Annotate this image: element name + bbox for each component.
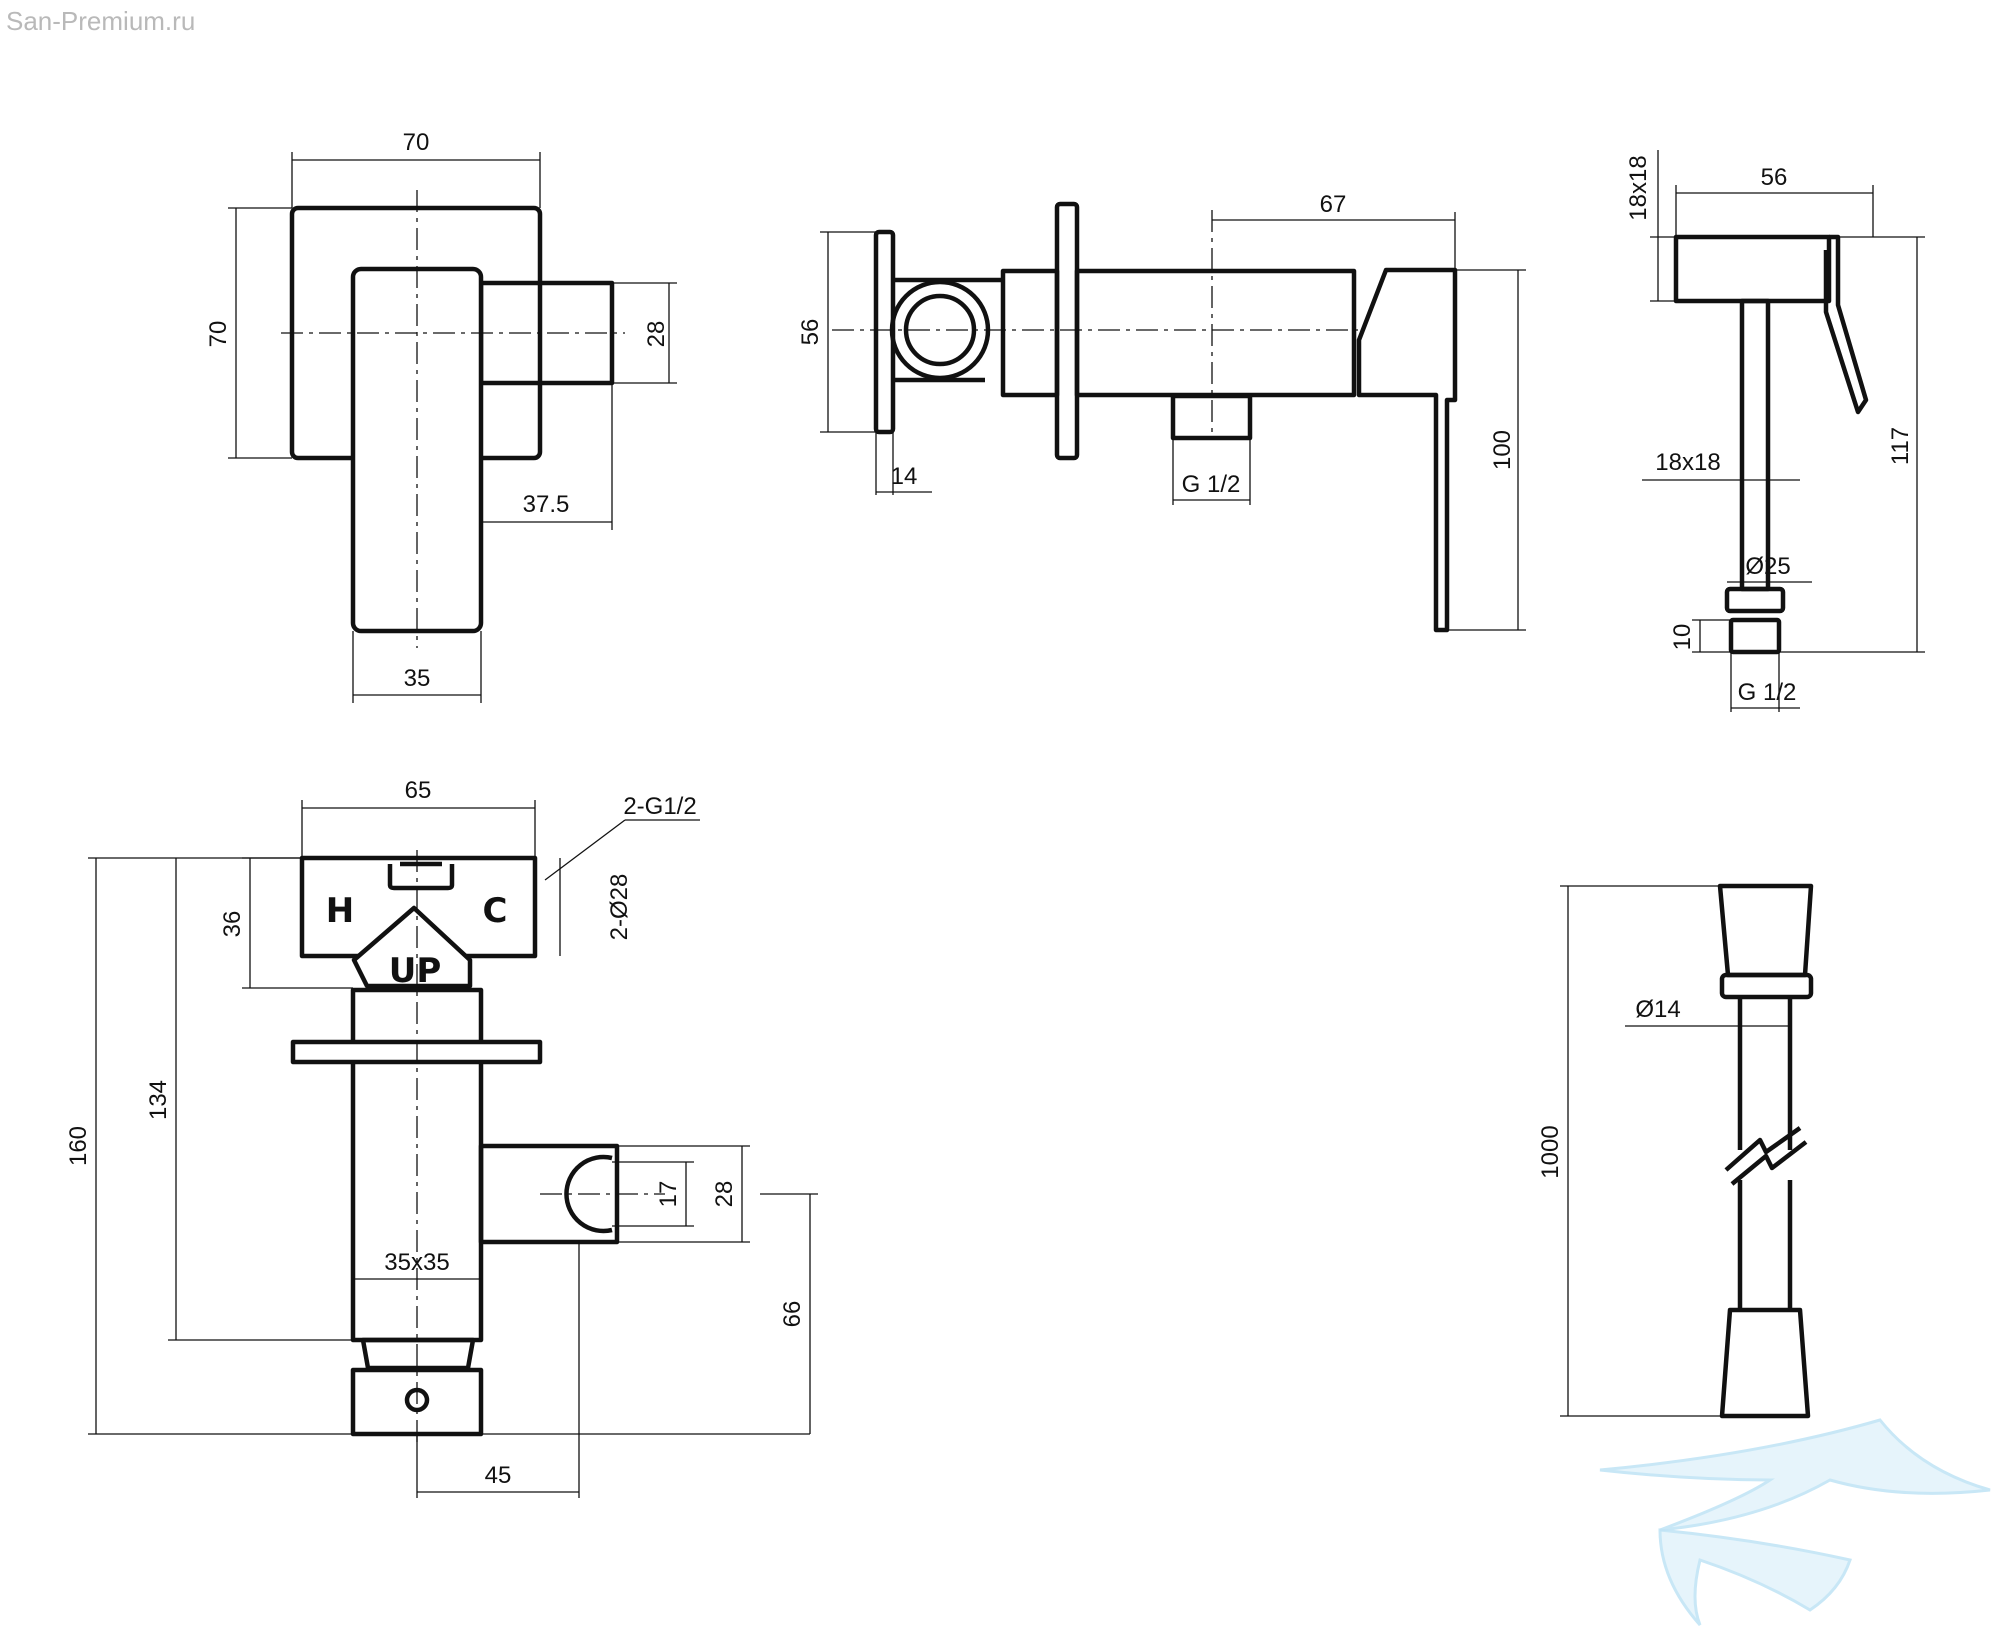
dim-holder-inner: 17	[655, 1181, 682, 1208]
watermark-text: San-Premium.ru	[6, 6, 196, 36]
shower-nut	[1728, 617, 1782, 655]
side-view: 67 56 14 G 1/2 100	[797, 191, 1526, 633]
dim-inlet-diameter: 2-Ø28	[606, 874, 633, 941]
dim-holder-distance: 45	[485, 1462, 512, 1489]
side-lever	[1356, 267, 1458, 633]
hose-view: Ø14 1000	[1537, 883, 1814, 1419]
hose-break-mark	[1724, 1126, 1802, 1172]
dim-shower-height: 117	[1887, 427, 1914, 465]
dim-stem-section: 35x35	[384, 1249, 449, 1276]
dim-head-width: 56	[1761, 164, 1788, 191]
label-cold: C	[483, 891, 508, 931]
hose-top-collar	[1719, 972, 1814, 1000]
shower-handle	[1739, 298, 1771, 592]
shower-head-view: 56 18x18 18x18 Ø25 10 G 1/2 117	[1625, 150, 1925, 712]
shower-collar	[1724, 586, 1786, 614]
box-notch	[387, 864, 455, 891]
valve-neck	[1000, 268, 1060, 398]
wall-plate-front-view: 70 70 28 37.5 35	[205, 129, 677, 703]
label-up: UP	[389, 951, 442, 991]
dim-plate-width: 70	[403, 129, 430, 156]
valve-body	[1074, 268, 1357, 398]
dim-total-height: 160	[65, 1126, 92, 1166]
dim-handle-section: 18x18	[1655, 449, 1720, 476]
dim-outlet-thread: G 1/2	[1182, 471, 1241, 498]
dim-lever-width: 35	[404, 665, 431, 692]
dim-holder-outer: 28	[711, 1181, 738, 1208]
label-hot: H	[326, 891, 354, 931]
dim-nut-height: 10	[1669, 624, 1696, 651]
dim-lever-height: 100	[1489, 430, 1516, 470]
dim-body-length: 67	[1320, 191, 1347, 218]
shower-trigger	[1823, 234, 1869, 415]
dim-holder-offset: 66	[779, 1301, 806, 1328]
up-arrow	[351, 905, 473, 989]
swan-wave-logo	[1599, 1418, 1991, 1626]
dim-box-height: 36	[219, 911, 246, 938]
dim-shower-thread: G 1/2	[1738, 679, 1797, 706]
dim-flange: 14	[891, 463, 918, 490]
dim-plate-height: 70	[205, 321, 232, 348]
dim-spout-length: 37.5	[523, 491, 570, 518]
concealed-body-view: H C UP 65 2-G1/2 2-Ø28 36 160 134 17	[65, 777, 818, 1498]
hose-bottom-cone	[1719, 1307, 1811, 1419]
hose-break-mark-2	[1730, 1140, 1808, 1186]
shower-head-top	[1673, 234, 1832, 304]
bottom-cap	[360, 1337, 476, 1371]
wall-flange	[1054, 201, 1080, 461]
dim-height-to-outlet: 134	[145, 1080, 172, 1120]
dim-box-width: 65	[405, 777, 432, 804]
hose-top-cone	[1717, 883, 1814, 978]
dim-head-section: 18x18	[1625, 155, 1652, 220]
dim-hose-length: 1000	[1537, 1125, 1564, 1178]
dim-plate-height-side: 56	[797, 319, 824, 346]
dim-hose-diameter: Ø14	[1635, 996, 1680, 1023]
dim-spout-height: 28	[643, 321, 670, 348]
holder-ring	[564, 1154, 613, 1234]
dim-collar-diameter: Ø25	[1745, 553, 1790, 580]
label-inlets: 2-G1/2	[623, 793, 696, 820]
